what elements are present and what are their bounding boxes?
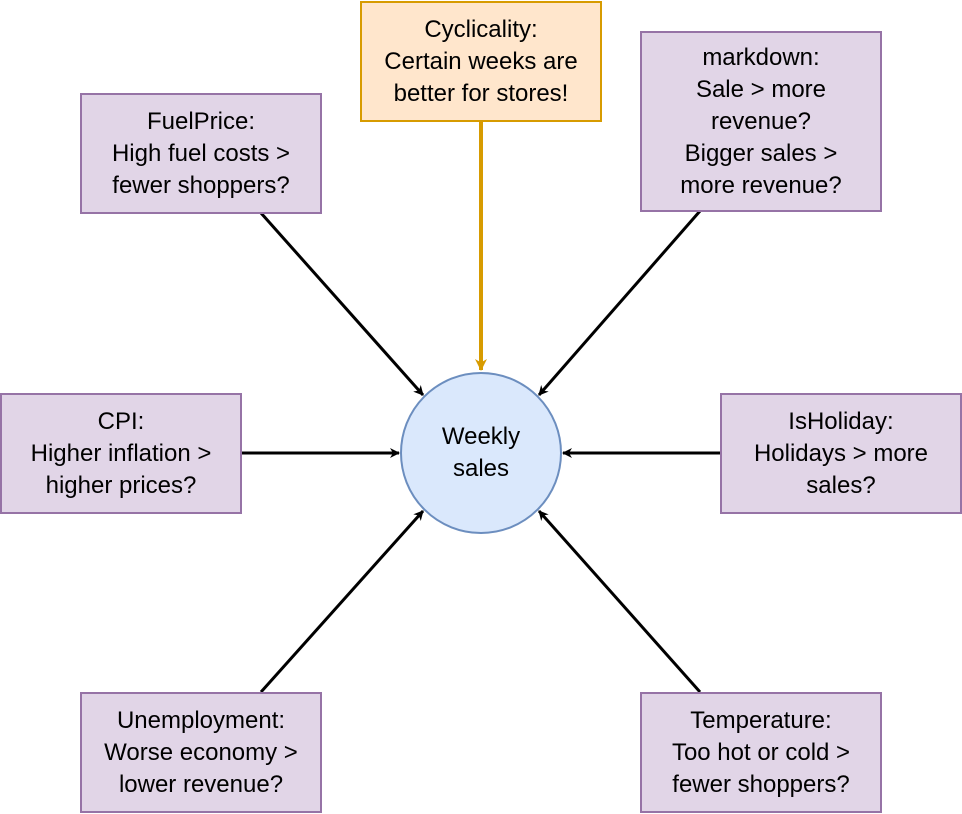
arrow-markdown-to-weekly-sales xyxy=(537,210,702,396)
arrow-temperature-to-weekly-sales xyxy=(537,510,702,693)
fuelprice-node[interactable]: FuelPrice: High fuel costs > fewer shopp… xyxy=(80,93,322,214)
arrow-fuelprice-to-weekly-sales xyxy=(259,212,425,396)
temperature-node[interactable]: Temperature: Too hot or cold > fewer sho… xyxy=(640,692,882,813)
weekly-sales-node[interactable]: Weekly sales xyxy=(400,372,562,534)
cyclicality-node[interactable]: Cyclicality: Certain weeks are better fo… xyxy=(360,1,602,122)
isholiday-node[interactable]: IsHoliday: Holidays > more sales? xyxy=(720,393,962,514)
markdown-node[interactable]: markdown: Sale > more revenue? Bigger sa… xyxy=(640,31,882,212)
unemployment-node[interactable]: Unemployment: Worse economy > lower reve… xyxy=(80,692,322,813)
cpi-node[interactable]: CPI: Higher inflation > higher prices? xyxy=(0,393,242,514)
arrow-unemployment-to-weekly-sales xyxy=(259,509,425,694)
